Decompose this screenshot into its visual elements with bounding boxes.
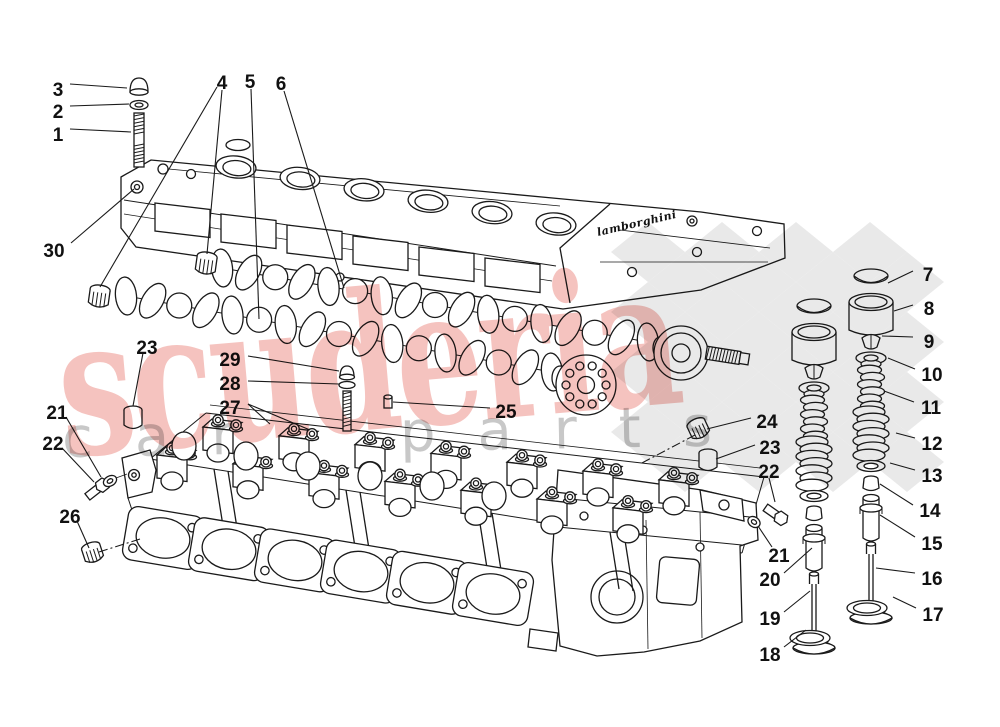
side-bolt-right	[747, 503, 789, 529]
callout-number: 21	[768, 546, 790, 567]
callout-number: 3	[53, 80, 64, 101]
plug-part	[80, 541, 105, 564]
callout-number: 15	[921, 534, 943, 555]
callout-number: 18	[759, 645, 780, 666]
callout-22-bolt: 22	[42, 434, 95, 483]
cap-nut-part	[129, 77, 149, 96]
callout-26-plug: 26	[59, 507, 141, 553]
callout-number: 28	[219, 374, 240, 395]
callout-20-valve-guide: 20	[759, 547, 813, 591]
callout-number: 25	[495, 402, 517, 423]
washer-part-centre	[338, 380, 356, 390]
exhaust-port-flange	[121, 505, 205, 571]
callout-number: 6	[276, 74, 287, 95]
camshaft-plug-part	[87, 284, 111, 308]
callout-9-valve-cotters: 9	[881, 332, 935, 353]
cap-part-right	[698, 448, 718, 472]
callout-23-cap: 23	[132, 338, 158, 407]
callout-number: 11	[921, 398, 942, 419]
valve-train-right	[846, 268, 894, 625]
callout-number: 2	[53, 102, 64, 123]
rear-cam-flange	[652, 325, 751, 381]
callout-16-valve: 16	[875, 567, 943, 590]
callout-7-tappet-shim: 7	[887, 265, 934, 286]
callout-12-outer-spring: 12	[895, 432, 943, 455]
camshaft-plug-part	[194, 251, 218, 275]
cover-stud-set	[129, 77, 149, 168]
washer-part	[129, 99, 149, 111]
callout-number: 19	[759, 609, 780, 630]
callout-number: 27	[219, 398, 240, 419]
callout-19-valve: 19	[759, 590, 811, 630]
callout-number: 4	[217, 73, 228, 94]
callout-number: 22	[42, 434, 63, 455]
dowel-pin-part	[383, 394, 393, 409]
exhaust-port-flange	[187, 517, 271, 582]
cylinder-head-drawing	[121, 365, 765, 657]
callout-15-valve-guide: 15	[879, 514, 943, 555]
callout-number: 10	[921, 365, 942, 386]
exhaust-port-flange	[385, 550, 469, 615]
callout-29-cap-nut: 29	[219, 350, 340, 372]
callout-13-spring-seat: 13	[889, 462, 943, 487]
callout-8-bucket-tappet: 8	[893, 299, 935, 320]
stud-part	[133, 112, 145, 168]
exhaust-port-flange	[451, 561, 535, 627]
callout-number: 8	[924, 299, 935, 320]
callout-3-cap-nut: 3	[53, 80, 128, 101]
callout-number: 29	[219, 350, 240, 371]
callout-22-bolt: 22	[758, 462, 780, 503]
callout-21-washer: 21	[46, 403, 102, 478]
callout-4-camshaft-plug: 4	[99, 73, 228, 288]
callout-number: 22	[758, 462, 779, 483]
head-right-end	[527, 469, 759, 657]
callout-number: 30	[43, 241, 64, 262]
callout-11-inner-spring: 11	[883, 390, 942, 419]
callout-14-valve-seal: 14	[879, 483, 941, 522]
valve-train-left	[789, 298, 837, 655]
callout-18-seat-ring: 18	[759, 629, 807, 666]
cap-part-left	[123, 405, 143, 430]
plug-part	[686, 417, 711, 440]
callout-number: 26	[59, 507, 80, 528]
callout-number: 20	[759, 570, 780, 591]
callout-number: 17	[922, 605, 943, 626]
callout-2-washer: 2	[53, 102, 130, 123]
callout-number: 5	[245, 72, 256, 93]
valve-train-stacks	[789, 268, 894, 655]
exhaust-port-flange	[319, 539, 403, 604]
callout-30-valve-cover: 30	[43, 188, 135, 262]
cap-nut-part-centre	[338, 365, 356, 381]
callout-number: 24	[756, 412, 778, 433]
side-bolt-left	[84, 473, 128, 501]
callout-number: 23	[136, 338, 157, 359]
callout-number: 1	[53, 125, 64, 146]
callout-27-flange-nut: 27	[219, 398, 311, 431]
callout-number: 23	[759, 438, 780, 459]
stud-part-centre	[342, 390, 352, 432]
callout-number: 14	[919, 501, 941, 522]
callout-number: 9	[924, 332, 935, 353]
callout-number: 16	[921, 569, 942, 590]
callout-21-washer: 21	[757, 525, 790, 567]
callout-10-spring-retainer: 10	[887, 357, 943, 386]
callout-number: 13	[921, 466, 942, 487]
callout-23-cap: 23	[715, 438, 781, 460]
callout-6-rear-camshaft: 6	[276, 74, 345, 289]
callout-28-washer: 28	[219, 374, 340, 395]
callout-25-dowel-pin: 25	[392, 401, 517, 423]
callout-number: 12	[921, 434, 942, 455]
callout-17-seat-ring: 17	[892, 596, 944, 626]
callout-number: 21	[46, 403, 68, 424]
callout-5-front-camshaft: 5	[245, 72, 260, 320]
callout-number: 7	[923, 265, 934, 286]
front-camshaft	[114, 276, 564, 392]
callout-1-stud: 1	[53, 125, 132, 146]
